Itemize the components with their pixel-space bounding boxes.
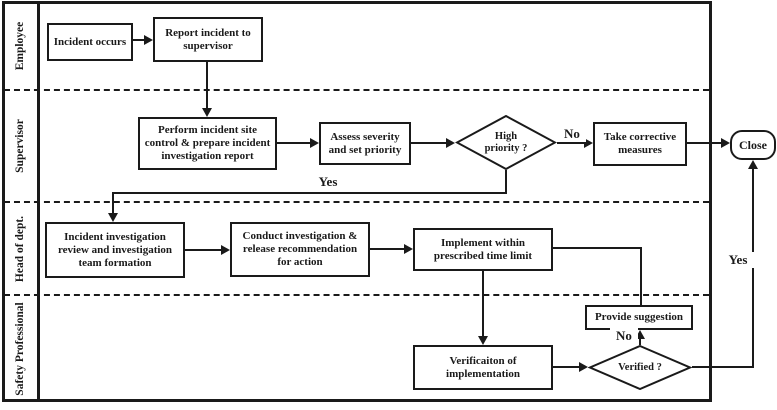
lane-label-safety-professional: Safety Professional bbox=[13, 302, 26, 396]
node-verification: Verificaiton of implementation bbox=[413, 345, 553, 390]
edge-yes-review-drop2 bbox=[112, 192, 114, 214]
edge-review-conduct-arrowhead bbox=[221, 245, 230, 255]
node-conduct-investigation: Conduct investigation & release recommen… bbox=[230, 222, 370, 277]
edge-yes-review-drop bbox=[505, 170, 507, 194]
edge-no-suggestion-line bbox=[639, 337, 641, 345]
edge-corrective-close-line bbox=[687, 142, 722, 144]
lane-divider-2 bbox=[4, 201, 709, 203]
edge-yes-close-arrowhead bbox=[748, 160, 758, 169]
edge-incident-report-arrowhead bbox=[144, 35, 153, 45]
edge-no-corrective-arrowhead bbox=[584, 138, 593, 148]
node-assess-severity: Assess severity and set priority bbox=[319, 122, 411, 165]
edge-label-no-high-priority: No bbox=[558, 126, 586, 142]
edge-no-corrective-line bbox=[557, 142, 585, 144]
diamond-shape bbox=[588, 345, 692, 390]
edge-perform-assess-line bbox=[277, 142, 311, 144]
edge-verification-verified-arrowhead bbox=[579, 362, 588, 372]
edge-perform-assess-arrowhead bbox=[310, 138, 319, 148]
node-incident-occurs: Incident occurs bbox=[47, 23, 133, 61]
node-implement-within: Implement within prescribed time limit bbox=[413, 228, 553, 271]
edge-yes-close-run bbox=[692, 366, 754, 368]
edge-assess-decision-arrowhead bbox=[446, 138, 455, 148]
lane-label-head-of-dept: Head of dept. bbox=[13, 215, 26, 283]
node-high-priority-label: High priority ? bbox=[484, 131, 528, 154]
edge-yes-review-arrowhead bbox=[108, 213, 118, 222]
node-high-priority-decision: High priority ? bbox=[455, 115, 557, 170]
edge-report-perform-line bbox=[206, 62, 208, 109]
edge-implement-verification-arrowhead bbox=[478, 336, 488, 345]
edge-label-yes-high-priority: Yes bbox=[312, 174, 344, 190]
edge-suggestion-implement-run bbox=[553, 247, 642, 249]
edge-conduct-implement-line bbox=[370, 248, 405, 250]
edge-suggestion-implement-drop bbox=[640, 247, 642, 305]
edge-label-no-verified: No bbox=[610, 328, 638, 344]
node-perform-site-control: Perform incident site control & prepare … bbox=[138, 117, 277, 170]
node-take-corrective: Take corrective measures bbox=[593, 122, 687, 166]
lane-divider-1 bbox=[4, 89, 709, 91]
edge-verification-verified-line bbox=[553, 366, 580, 368]
edge-label-yes-verified: Yes bbox=[722, 252, 754, 268]
lane-divider-3 bbox=[4, 294, 709, 296]
edge-corrective-close-arrowhead bbox=[721, 138, 730, 148]
node-report-incident: Report incident to supervisor bbox=[153, 17, 263, 62]
edge-no-suggestion-arrowhead bbox=[635, 330, 645, 339]
edge-implement-verification-line bbox=[482, 271, 484, 337]
diamond-shape bbox=[455, 115, 557, 170]
edge-review-conduct-line bbox=[185, 249, 222, 251]
lane-label-supervisor: Supervisor bbox=[13, 119, 26, 173]
node-provide-suggestion: Provide suggestion bbox=[585, 305, 693, 330]
edge-conduct-implement-arrowhead bbox=[404, 244, 413, 254]
node-close-terminator: Close bbox=[730, 130, 776, 160]
edge-assess-decision-line bbox=[411, 142, 447, 144]
node-verified-label: Verified ? bbox=[618, 361, 662, 373]
edge-report-perform-arrowhead bbox=[202, 108, 212, 117]
edge-yes-review-run bbox=[112, 192, 507, 194]
node-verified-decision: Verified ? bbox=[588, 345, 692, 390]
node-incident-review: Incident investigation review and invest… bbox=[45, 222, 185, 278]
edge-incident-report-line bbox=[133, 39, 146, 41]
